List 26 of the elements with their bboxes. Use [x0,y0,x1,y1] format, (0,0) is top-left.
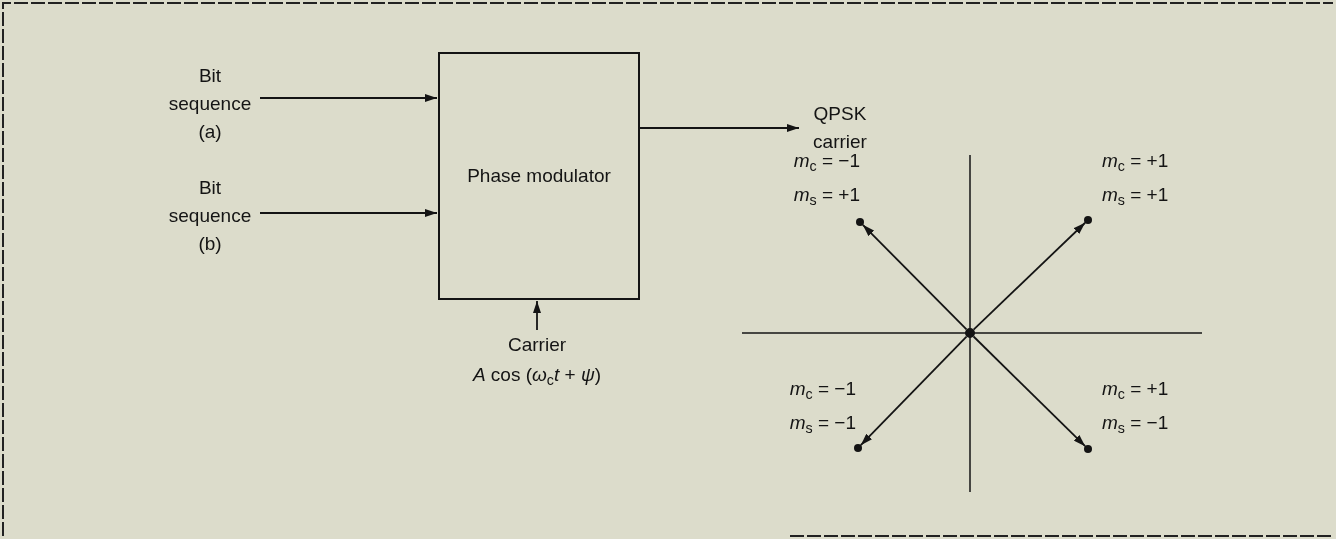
constellation-point [1084,445,1092,453]
arrow [859,335,968,447]
point-label: m$_{s}$ = −1 [789,411,856,436]
signal-label: Bit sequence (a) [160,58,260,150]
point-label: m$_{c}$ = +1 [1102,149,1169,174]
arrow [533,300,541,331]
constellation-point [854,444,862,452]
process-box: Phase modulator [438,52,640,300]
constellation-point [965,328,975,338]
point-label: m$_{c}$ = +1 [1102,377,1169,402]
arrow [639,124,800,132]
signal-label: Bit sequence (b) [160,170,260,262]
arrow [972,335,1087,448]
point-label: m$_{c}$ = −1 [793,149,860,174]
point-label: m$_{s}$ = +1 [793,183,860,208]
arrow [861,223,968,331]
formula-label: A cos (ω$_{c}$t + ψ) [472,363,602,390]
arrow [259,94,438,102]
point-label: m$_{c}$ = −1 [789,377,856,402]
point-label: m$_{s}$ = +1 [1102,183,1169,208]
point-label: m$_{s}$ = −1 [1102,411,1169,436]
arrow [259,209,438,217]
constellation-point [856,218,864,226]
arrow [972,221,1086,331]
constellation-point [1084,216,1092,224]
signal-label: Carrier [507,333,567,357]
